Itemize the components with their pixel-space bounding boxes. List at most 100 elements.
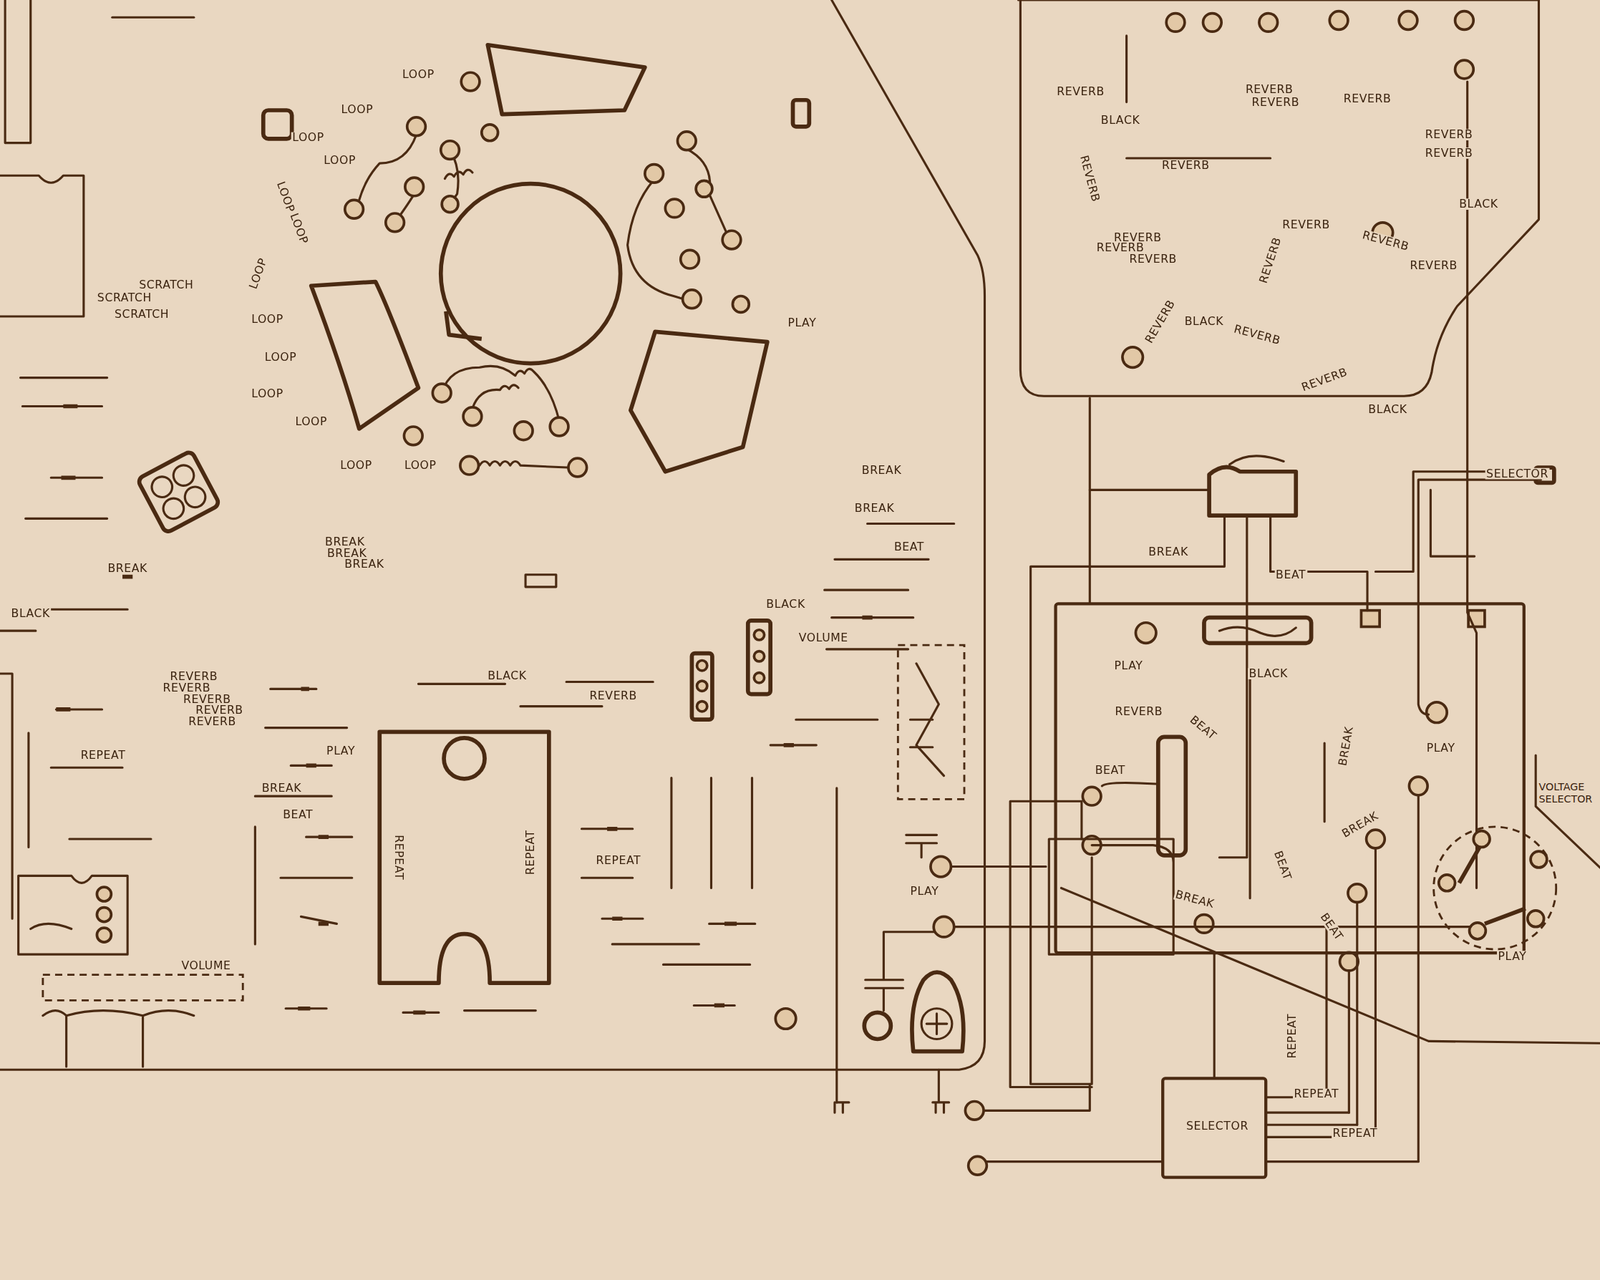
right-wiring-part: [1209, 467, 1296, 517]
solder-pad-part: [968, 1156, 988, 1175]
signal-label: REPEAT: [1292, 1088, 1341, 1101]
signal-label: SCRATCH: [138, 279, 195, 291]
component-trace-part: [834, 1069, 950, 1113]
node-label: REVERB: [1423, 147, 1474, 159]
selector-box: SELECTOR: [1161, 1076, 1268, 1180]
node-label: REVERB: [1232, 322, 1283, 347]
wire-connector: [1213, 954, 1216, 1077]
solder-pad-part: [403, 426, 423, 446]
component-trace-part: [926, 1013, 948, 1035]
chip-notch: [443, 738, 485, 779]
signal-label: BREAK: [853, 502, 895, 515]
right-wiring-part: [1433, 826, 1557, 950]
signal-label: LOOP: [291, 132, 326, 144]
node-label: REVERB: [1281, 219, 1331, 231]
solder-pad-part: [461, 72, 480, 91]
solder-pad-part: [1082, 786, 1102, 806]
board-edge: [0, 0, 1600, 1070]
component-trace-part: [18, 875, 129, 955]
node-label: BEAT: [1272, 848, 1294, 883]
solder-pad-part: [1366, 829, 1386, 849]
right-wiring: [984, 35, 1600, 1162]
right-wiring-part: [1158, 736, 1186, 855]
signal-label: SCRATCH: [113, 308, 171, 320]
signal-label: BREAK: [325, 547, 368, 560]
solder-pad-part: [405, 177, 424, 197]
solder-pad-part: [682, 289, 702, 309]
solder-pad-part: [1348, 884, 1367, 903]
solder-pad-part: [665, 199, 684, 218]
component-trace-part: [96, 886, 111, 902]
signal-label: PLAY: [1496, 950, 1528, 963]
board-edge-part: [112, 16, 195, 19]
turntable-layout-part: [311, 282, 419, 429]
component-trace-part: [697, 701, 708, 712]
node-label: REPEAT: [393, 834, 405, 882]
component-trace-part: [906, 834, 1480, 927]
right-wiring-part: [1469, 922, 1487, 940]
node-label: REVERB: [1257, 234, 1283, 286]
node-label: BREAK: [1339, 809, 1381, 841]
solder-pad-part: [1426, 702, 1448, 724]
node-label: REVERB: [1078, 153, 1102, 205]
signal-label: REVERB: [168, 670, 219, 683]
node-label: REVERB: [1055, 85, 1106, 98]
right-wiring-part: [1089, 488, 1210, 492]
signal-label: BREAK: [324, 536, 366, 548]
node-label: REVERB: [1095, 242, 1145, 255]
board-edge-part: [0, 175, 84, 317]
solder-pad-part: [549, 417, 569, 436]
signal-label: PLAY: [325, 745, 357, 758]
component-trace-part: [697, 680, 708, 691]
solder-pad-part: [432, 383, 452, 403]
signal-label: BREAK: [860, 464, 903, 477]
right-wiring-part: [984, 1083, 1162, 1162]
component-trace-part-part: [137, 450, 221, 534]
right-wiring-part: [1473, 831, 1490, 848]
signal-label: BEAT: [1274, 569, 1308, 581]
signal-label: REPEAT: [1331, 1127, 1379, 1139]
node-label: REVERB: [1342, 93, 1392, 105]
signal-label: BREAK: [343, 559, 386, 571]
component-trace-part: [909, 663, 944, 777]
right-wiring-part: [1530, 851, 1548, 868]
signal-label: BEAT: [893, 541, 926, 553]
component-trace-part: [897, 645, 965, 799]
right-wiring-part: [1204, 617, 1312, 644]
solder-pad: [345, 11, 1485, 1175]
component-trace-part-part: [181, 483, 210, 512]
solder-pad-part: [695, 180, 713, 197]
node-label: REVERB: [1113, 705, 1164, 718]
turntable-layout: [263, 45, 810, 472]
signal-label: REVERB: [194, 705, 245, 717]
component-trace-part: [753, 629, 764, 640]
solder-pad-part: [1259, 13, 1278, 33]
solder-pad-part: [407, 117, 426, 137]
solder-pad-part: [680, 249, 700, 269]
signal-label: VOLUME: [797, 632, 850, 644]
solder-pad-part: [965, 1101, 984, 1120]
signal-label: BREAK: [1147, 546, 1190, 559]
right-wiring-part: [1326, 796, 1419, 1162]
component-trace-part: [96, 927, 111, 943]
node-label: BLACK: [1099, 114, 1141, 126]
signal-label: REPEAT: [594, 854, 643, 867]
node-label: REVERB: [1250, 96, 1301, 109]
component-trace-part: [864, 1012, 891, 1039]
solder-pad-part: [1166, 13, 1185, 33]
solder-pad-part: [463, 407, 482, 426]
right-wiring-part: [1527, 910, 1545, 928]
node-label: SELECTOR: [1185, 1120, 1250, 1132]
solder-pad-part: [722, 230, 741, 250]
component-trace-part: [254, 681, 653, 1013]
signal-label: SCRATCH: [95, 292, 153, 305]
solder-pad-part: [1408, 776, 1428, 796]
node-label: REVERB: [1360, 229, 1412, 253]
component-trace-part: [0, 377, 128, 632]
solder-pad-part: [1340, 952, 1359, 971]
signal-label: BLACK: [1367, 403, 1409, 416]
right-wiring-part: [1267, 1097, 1419, 1162]
signal-label: REVERB: [187, 715, 237, 728]
right-wiring-part: [1458, 846, 1526, 924]
